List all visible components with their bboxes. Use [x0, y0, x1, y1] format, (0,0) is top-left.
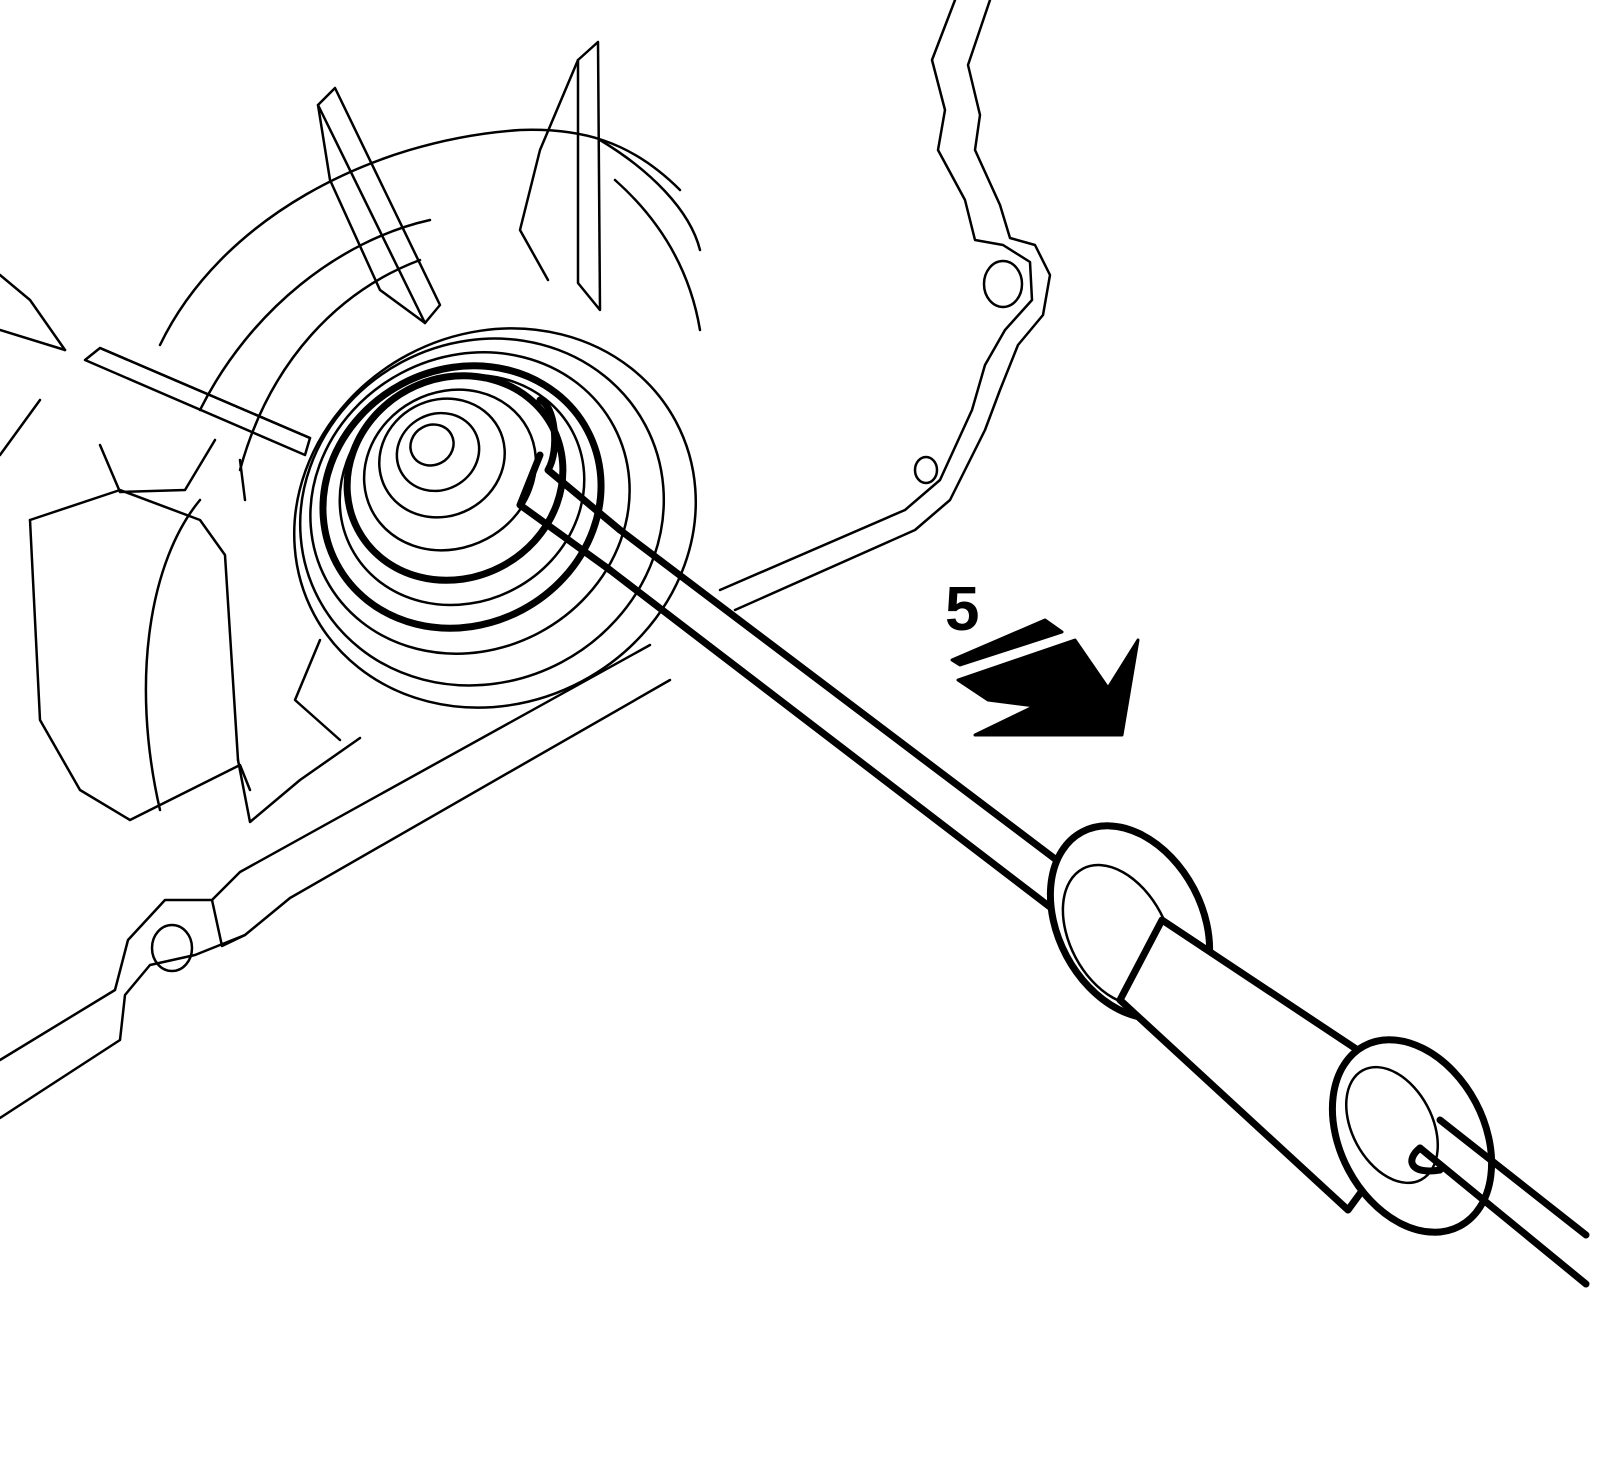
- wedge-tool-upper-right: [518, 40, 602, 312]
- seal-assembly: [292, 327, 698, 742]
- wedge-tool-left: [83, 346, 312, 457]
- step-indicator: 5: [945, 575, 1140, 737]
- step-number: 5: [945, 575, 979, 644]
- support-block: [28, 438, 362, 824]
- left-screw: [0, 273, 67, 457]
- housing-arcs: [158, 128, 702, 472]
- slide-hammer-puller: [516, 396, 1590, 1288]
- wedge-tool-top: [316, 86, 442, 325]
- engine-cover-outline: [0, 0, 1052, 1120]
- pull-direction-arrow: [950, 618, 1140, 737]
